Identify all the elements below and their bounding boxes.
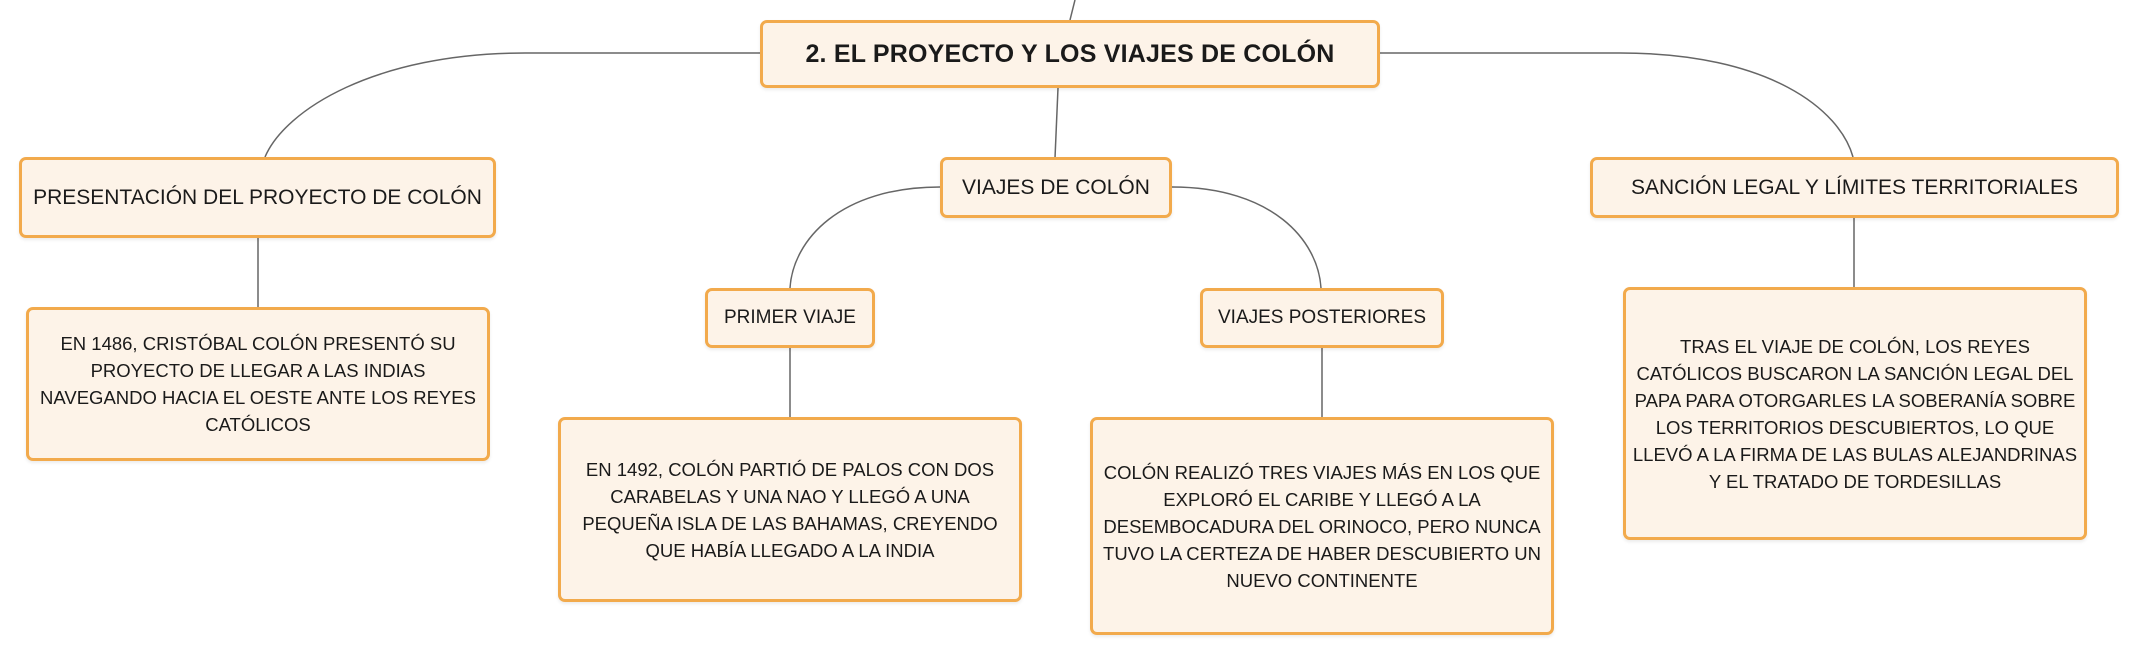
presentation-detail-node[interactable]: EN 1486, CRISTÓBAL COLÓN PRESENTÓ SU PRO… bbox=[26, 307, 490, 461]
first-voyage-topic-node[interactable]: PRIMER VIAJE bbox=[705, 288, 875, 348]
sanction-topic-label: SANCIÓN LEGAL Y LÍMITES TERRITORIALES bbox=[1631, 175, 2078, 199]
first-voyage-detail-node[interactable]: EN 1492, COLÓN PARTIÓ DE PALOS CON DOS C… bbox=[558, 417, 1022, 602]
connector-parent-stub bbox=[1069, 0, 1076, 21]
later-voyages-detail-node[interactable]: COLÓN REALIZÓ TRES VIAJES MÁS EN LOS QUE… bbox=[1090, 417, 1554, 635]
connector-root-presentation bbox=[264, 52, 760, 158]
connector-root-voyages bbox=[1054, 87, 1059, 159]
sanction-detail-text: TRAS EL VIAJE DE COLÓN, LOS REYES CATÓLI… bbox=[1632, 335, 2078, 492]
voyages-topic-node[interactable]: VIAJES DE COLÓN bbox=[940, 157, 1172, 218]
later-voyages-topic-node[interactable]: VIAJES POSTERIORES bbox=[1200, 288, 1444, 348]
root-topic-node[interactable]: 2. EL PROYECTO Y LOS VIAJES DE COLÓN bbox=[760, 20, 1380, 88]
later-voyages-detail-text: COLÓN REALIZÓ TRES VIAJES MÁS EN LOS QUE… bbox=[1103, 461, 1541, 591]
first-voyage-detail-text: EN 1492, COLÓN PARTIÓ DE PALOS CON DOS C… bbox=[582, 458, 998, 561]
first-voyage-topic-label: PRIMER VIAJE bbox=[724, 307, 856, 328]
presentation-topic-node[interactable]: PRESENTACIÓN DEL PROYECTO DE COLÓN bbox=[19, 157, 496, 238]
connector-voyages-later bbox=[1171, 186, 1322, 289]
connector-voyages-first bbox=[789, 186, 941, 289]
later-voyages-topic-label: VIAJES POSTERIORES bbox=[1218, 307, 1426, 328]
connector-root-sanction bbox=[1380, 52, 1854, 158]
presentation-detail-text: EN 1486, CRISTÓBAL COLÓN PRESENTÓ SU PRO… bbox=[40, 333, 476, 435]
presentation-topic-label: PRESENTACIÓN DEL PROYECTO DE COLÓN bbox=[33, 185, 482, 209]
root-topic-label: 2. EL PROYECTO Y LOS VIAJES DE COLÓN bbox=[805, 39, 1335, 68]
voyages-topic-label: VIAJES DE COLÓN bbox=[962, 175, 1150, 199]
sanction-topic-node[interactable]: SANCIÓN LEGAL Y LÍMITES TERRITORIALES bbox=[1590, 157, 2119, 218]
sanction-detail-node[interactable]: TRAS EL VIAJE DE COLÓN, LOS REYES CATÓLI… bbox=[1623, 287, 2087, 540]
